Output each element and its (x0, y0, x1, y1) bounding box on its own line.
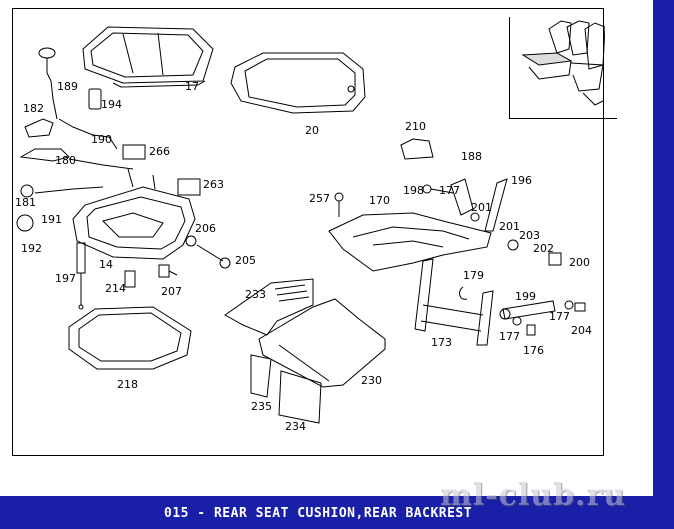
part-label: 235 (251, 400, 272, 413)
part-label: 206 (195, 222, 216, 235)
part-label: 202 (533, 242, 554, 255)
bolt-257 (334, 192, 344, 217)
part-label: 200 (569, 256, 590, 269)
part-label: 173 (431, 336, 452, 349)
part-label: 197 (55, 272, 76, 285)
carpet-233 (224, 278, 314, 336)
arm-188 (450, 178, 474, 216)
parts-diagram: 17 20 189 194 182 190 266 180 263 181 19… (12, 8, 617, 456)
part-label: 176 (523, 344, 544, 357)
part-label: 205 (235, 254, 256, 267)
inset-frame (509, 17, 617, 119)
part-label: 198 (403, 184, 424, 197)
part-label: 266 (149, 145, 170, 158)
part-label: 180 (55, 154, 76, 167)
part-label: 189 (57, 80, 78, 93)
bracket-210 (400, 138, 434, 160)
part-label: 17 (185, 80, 199, 93)
part-label: 204 (571, 324, 592, 337)
footer-bar: 015 - REAR SEAT CUSHION,REAR BACKREST (0, 496, 674, 529)
part-label: 191 (41, 213, 62, 226)
rail-170 (328, 212, 492, 272)
part-label: 188 (461, 150, 482, 163)
part-label: 170 (369, 194, 390, 207)
damper-199 (499, 300, 556, 320)
part-label: 218 (117, 378, 138, 391)
part-label: 230 (361, 374, 382, 387)
clip-179 (459, 286, 468, 300)
bolts-214-207 (124, 264, 178, 288)
seat-frame-14 (72, 168, 196, 260)
part-label: 14 (99, 258, 113, 271)
bolt-205 (185, 235, 231, 269)
cushion-cover-20 (230, 52, 366, 114)
part-label: 203 (519, 229, 540, 242)
part-label: 177 (549, 310, 570, 323)
part-label: 196 (511, 174, 532, 187)
floor-pan-218 (68, 306, 192, 370)
part-label: 263 (203, 178, 224, 191)
parts-drawing (16, 20, 605, 424)
part-label: 177 (439, 184, 460, 197)
part-label: 210 (405, 120, 426, 133)
bolts-177-176-204 (512, 300, 586, 336)
inset-seats (521, 20, 605, 106)
part-label: 20 (305, 124, 319, 137)
washers-198-177 (422, 184, 454, 194)
parts-201-203-202 (470, 212, 562, 266)
part-label: 190 (91, 133, 112, 146)
part-label: 179 (463, 269, 484, 282)
seat-cushion-17 (82, 26, 214, 88)
diagram-title: 015 - REAR SEAT CUSHION,REAR BACKREST (164, 506, 473, 521)
watermark: ml-club.ru (440, 478, 627, 513)
part-label: 182 (23, 102, 44, 115)
pads-235-234 (250, 354, 322, 424)
hinge-frame-173 (414, 258, 494, 346)
diagram-panel: 17 20 189 194 182 190 266 180 263 181 19… (0, 0, 653, 496)
part-label: 207 (161, 285, 182, 298)
part-label: 192 (21, 242, 42, 255)
floor-cover-230 (258, 298, 386, 388)
part-label: 214 (105, 282, 126, 295)
part-label: 194 (101, 98, 122, 111)
part-label: 201 (499, 220, 520, 233)
left-release-parts (16, 47, 201, 232)
part-label: 257 (309, 192, 330, 205)
part-label: 181 (15, 196, 36, 209)
part-label: 233 (245, 288, 266, 301)
gas-strut-197 (76, 242, 86, 310)
part-label: 234 (285, 420, 306, 433)
part-label: 199 (515, 290, 536, 303)
part-label: 201 (471, 201, 492, 214)
link-196 (484, 178, 508, 232)
part-label: 177 (499, 330, 520, 343)
